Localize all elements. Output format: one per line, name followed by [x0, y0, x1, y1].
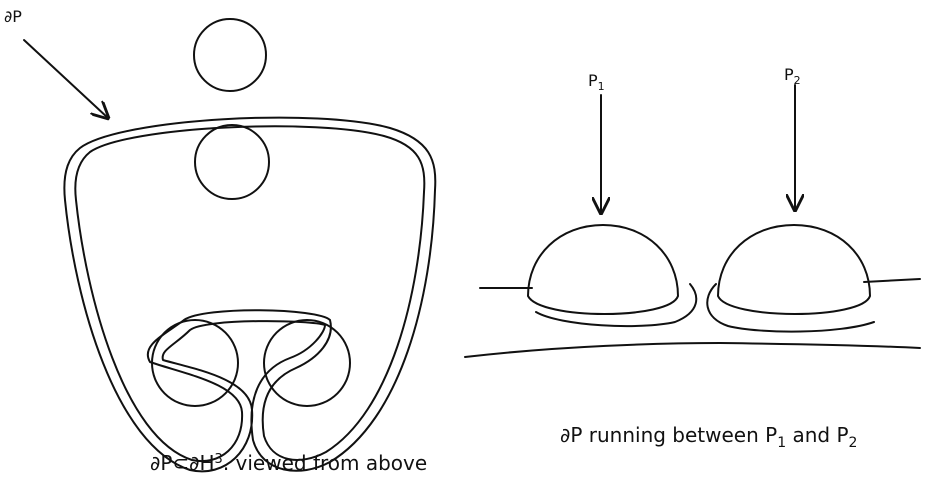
- hemisphere-p1: [527, 224, 679, 315]
- ground-line: [464, 342, 921, 358]
- right-lobe-circle: [263, 319, 351, 407]
- boundary-label: ∂P: [4, 7, 22, 26]
- top-outer-circle: [193, 18, 267, 92]
- left-figure: ∂P ∂P⊂∂H3. viewed from above: [4, 7, 437, 475]
- left-caption: ∂P⊂∂H3. viewed from above: [150, 451, 427, 475]
- boundary-curl-p2: [706, 283, 875, 333]
- boundary-outer-curve: [63, 116, 437, 473]
- label-p2: P2: [784, 65, 801, 87]
- left-lobe-circle: [151, 319, 239, 407]
- right-caption: ∂P running between P1 and P2: [560, 423, 857, 451]
- boundary-arrow: [23, 39, 108, 118]
- surface-line-right: [863, 278, 921, 283]
- label-p1: P1: [588, 71, 605, 93]
- right-figure: P1 P2 ∂P running between P1 and P2: [464, 65, 921, 451]
- middle-inner-circle: [194, 124, 270, 200]
- hemisphere-p2: [717, 224, 871, 315]
- boundary-curl-p1: [535, 283, 698, 328]
- boundary-inner-curve: [74, 125, 426, 463]
